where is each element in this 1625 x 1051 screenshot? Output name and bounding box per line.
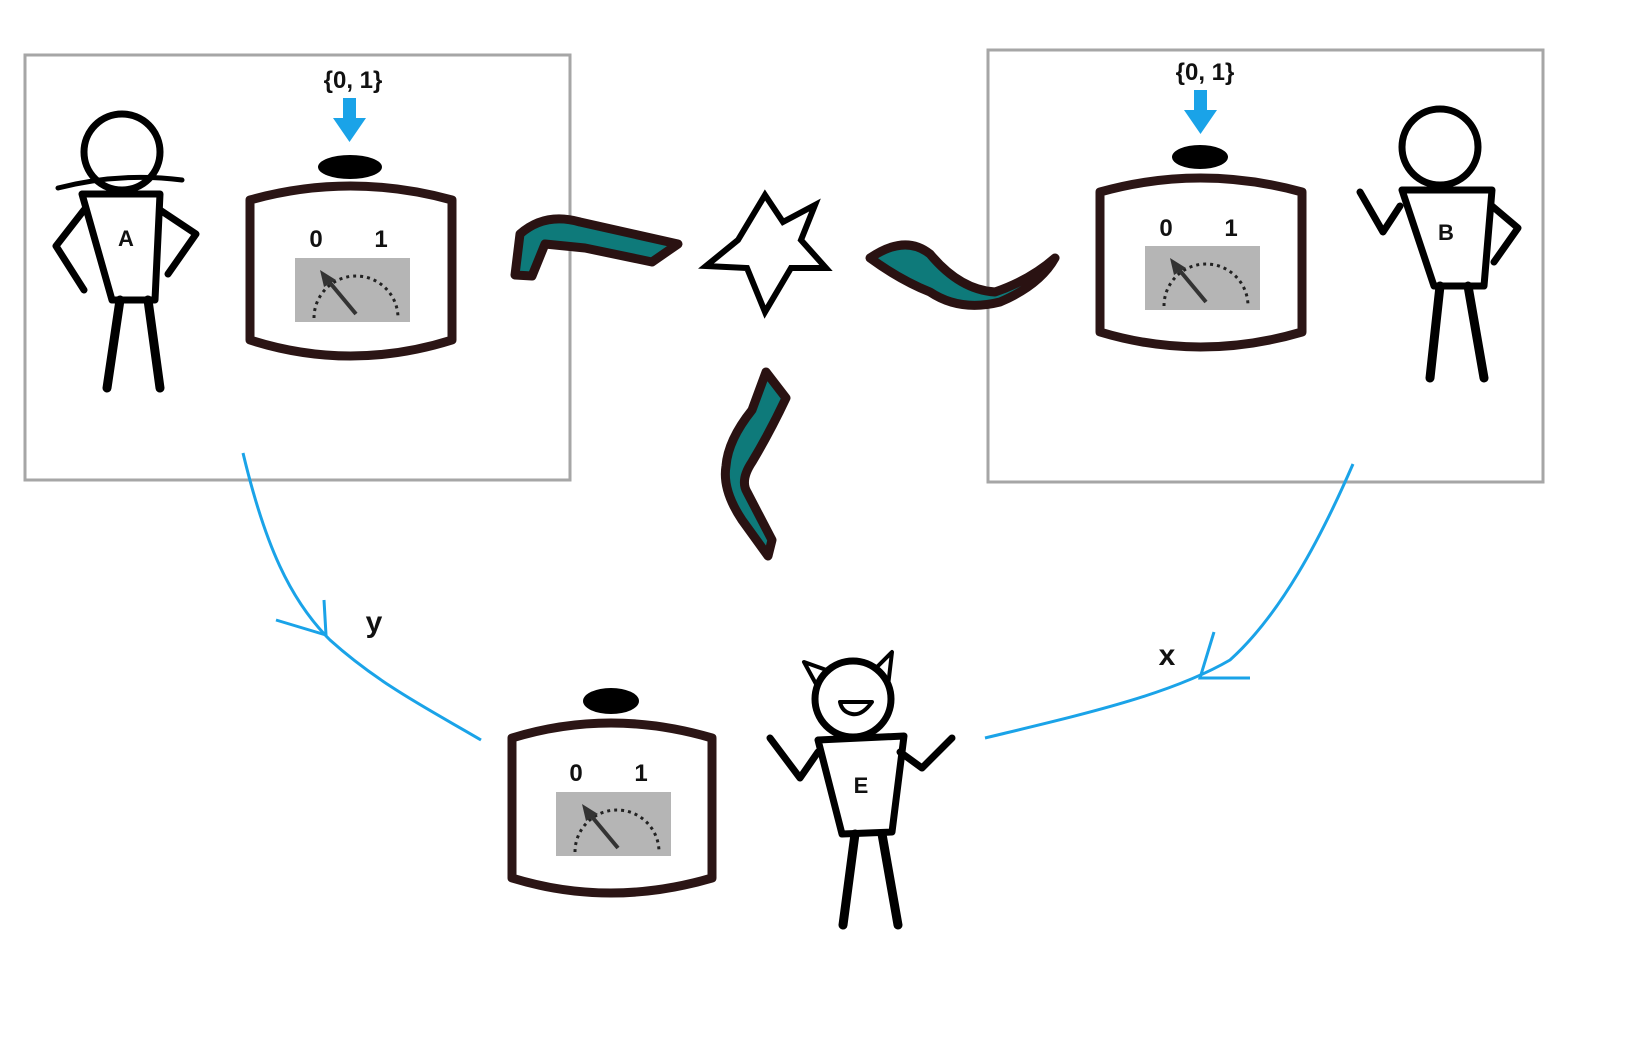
bob-device: {0, 1} 0 1 — [1095, 59, 1307, 352]
channel-to-alice — [510, 214, 683, 281]
eve-label: E — [854, 773, 869, 798]
eve-dial-1: 1 — [634, 760, 647, 787]
alice-device-button[interactable] — [318, 155, 382, 179]
alice-device: {0, 1} 0 1 — [245, 67, 457, 361]
output-label-y: y — [366, 606, 383, 639]
bob-figure: B — [1356, 105, 1522, 383]
bob-device-button[interactable] — [1172, 145, 1228, 169]
star-icon — [698, 189, 833, 319]
eve-device: 0 1 — [507, 688, 717, 898]
bob-lab-box — [986, 48, 1545, 484]
eve-meter-gauge — [556, 792, 671, 856]
eve-dial-0: 0 — [569, 760, 582, 787]
output-label-x: x — [1159, 639, 1176, 672]
eve-figure: E — [766, 650, 956, 930]
eve-device-button[interactable] — [583, 688, 639, 714]
bob-setting-arrow-icon — [1184, 90, 1217, 134]
bob-setting-label: {0, 1} — [1176, 59, 1235, 86]
bob-dial-0: 0 — [1159, 215, 1172, 242]
alice-setting-arrow-icon — [333, 98, 366, 142]
alice-meter-gauge — [295, 258, 410, 322]
channel-to-bob — [865, 240, 1060, 310]
alice-figure: A — [52, 110, 200, 393]
alice-dial-0: 0 — [309, 226, 322, 253]
alice-label: A — [118, 226, 134, 251]
output-arrow-alice-to-eve — [241, 452, 482, 742]
bob-dial-1: 1 — [1224, 215, 1237, 242]
bob-label: B — [1438, 220, 1454, 245]
alice-lab-box — [23, 53, 572, 482]
channel-to-eve — [720, 367, 791, 561]
alice-setting-label: {0, 1} — [324, 67, 383, 94]
alice-dial-1: 1 — [374, 226, 387, 253]
bob-meter-gauge — [1145, 246, 1260, 310]
output-arrow-bob-to-eve — [984, 463, 1355, 740]
